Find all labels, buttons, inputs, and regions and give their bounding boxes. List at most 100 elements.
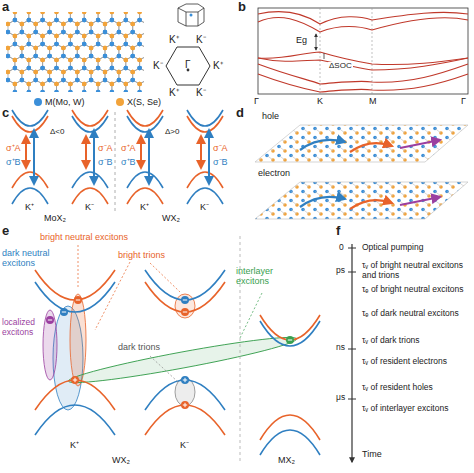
atom [103, 46, 107, 50]
atom [131, 70, 135, 74]
panel-letter: d [236, 106, 244, 121]
atom [34, 30, 38, 34]
atom [124, 90, 128, 92]
atom [68, 12, 72, 14]
atom [96, 58, 100, 62]
atom [124, 18, 128, 22]
atom [96, 82, 100, 86]
atom [27, 90, 31, 92]
atom [103, 30, 107, 34]
atom [27, 58, 31, 62]
atom [13, 82, 17, 86]
atom [34, 78, 38, 82]
annotation-label: Γ [254, 96, 259, 106]
atom [117, 70, 121, 74]
atom [89, 78, 93, 82]
atom [137, 34, 141, 38]
charge-dot [181, 401, 189, 409]
annotation-label: Γ [185, 59, 191, 70]
atom [54, 12, 58, 14]
atom [40, 90, 44, 92]
atom [89, 30, 93, 34]
atom [96, 12, 100, 14]
atom [82, 66, 86, 70]
atom [6, 30, 10, 34]
transition-arrow [200, 136, 202, 168]
atom [117, 46, 121, 50]
prism-icon [178, 4, 204, 26]
atom [124, 34, 128, 38]
atom [75, 54, 79, 58]
leader-line [240, 293, 262, 338]
atom [47, 30, 51, 34]
annotation-label: ps [336, 266, 345, 276]
atom [34, 22, 38, 26]
atom [13, 42, 17, 46]
annotation-label: hole [262, 111, 279, 121]
atom [6, 78, 10, 82]
annotation-label: interlayer excitons [236, 266, 298, 286]
atom [40, 58, 44, 62]
atom [103, 78, 107, 82]
atom [82, 18, 86, 22]
annotation-label: K⁺ [169, 87, 179, 98]
atom [137, 90, 141, 92]
atom [96, 42, 100, 46]
atom [82, 58, 86, 62]
annotation-label: τₑ of bright neutral excitons [362, 285, 470, 295]
annotation-label: K⁺ [25, 202, 34, 212]
atom [68, 58, 72, 62]
leader-line [150, 356, 178, 382]
interlayer-exciton-ellipse [67, 331, 298, 389]
atom [89, 70, 93, 74]
atom [103, 70, 107, 74]
atom [27, 34, 31, 38]
atom [110, 66, 114, 70]
annotation-label: K⁻ [180, 440, 189, 450]
atom [20, 54, 24, 58]
atom [103, 22, 107, 26]
atom [13, 66, 17, 70]
annotation-label: K⁺ [70, 440, 79, 450]
bond [133, 68, 144, 84]
atom [89, 70, 93, 74]
band-curve [145, 282, 225, 312]
charge-sign [183, 403, 187, 407]
annotation-label: Optical pumping [362, 243, 423, 253]
atom [131, 30, 135, 34]
annotation-label: σ⁺B [121, 157, 136, 167]
atom [117, 78, 121, 82]
annotation-label: σ⁺B [6, 157, 21, 167]
atom [131, 22, 135, 26]
legend-text: M(Mo, W) [45, 97, 85, 107]
atom [13, 18, 17, 22]
atom [82, 58, 86, 62]
atom [131, 46, 135, 50]
atom [82, 90, 86, 92]
legend-entry: X(S, Se) [116, 97, 161, 107]
atom [75, 70, 79, 74]
atom [82, 18, 86, 22]
atom [13, 12, 17, 14]
atom [137, 58, 141, 62]
atom [47, 54, 51, 58]
atom [96, 18, 100, 22]
atom [117, 78, 121, 82]
annotation-label: bright neutral excitons [40, 232, 128, 242]
annotation-label: K [317, 96, 323, 106]
transition-arrow [140, 136, 142, 168]
atom [20, 30, 24, 34]
atom [34, 70, 38, 74]
atom [75, 30, 79, 34]
atom [27, 34, 31, 38]
atom [6, 70, 10, 74]
atom [117, 70, 121, 74]
atom [137, 18, 141, 22]
atom [27, 18, 31, 22]
charge-sign [73, 378, 77, 382]
atom [117, 30, 121, 34]
band-curve [12, 172, 48, 188]
atom [82, 66, 86, 70]
atom [54, 58, 58, 62]
atom [110, 82, 114, 86]
